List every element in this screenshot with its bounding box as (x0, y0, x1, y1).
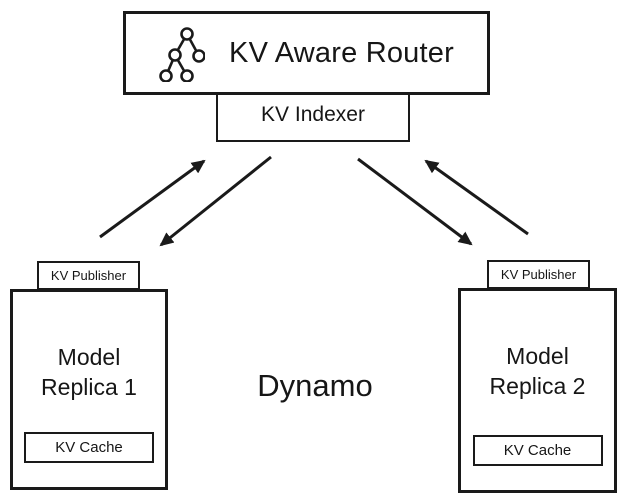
model-replica-2-label: Model Replica 2 (489, 343, 586, 399)
model-replica-1-label: Model Replica 1 (41, 344, 137, 400)
kv-cache-label-1: KV Cache (55, 439, 123, 456)
kv-publisher-box-1: KV Publisher (37, 261, 140, 290)
dynamo-system-label: Dynamo (257, 368, 373, 403)
arrow-indexer-to-replica2 (357, 157, 473, 246)
kv-publisher-label-1: KV Publisher (50, 268, 127, 283)
model-replica-1-box: Model Replica 1 KV Cache (10, 289, 168, 490)
kv-publisher-box-2: KV Publisher (487, 260, 590, 289)
arrow-replica1-to-indexer (99, 159, 206, 239)
kv-aware-router-label: KV Aware Router (229, 36, 454, 69)
kv-cache-box-1: KV Cache (24, 432, 154, 463)
arrow-replica2-to-indexer (424, 159, 529, 236)
model-replica-2-box: Model Replica 2 KV Cache (458, 288, 617, 493)
kv-indexer-label: KV Indexer (261, 102, 365, 126)
kv-aware-router-box: KV Aware Router (123, 11, 490, 95)
kv-indexer-box: KV Indexer (216, 93, 410, 142)
kv-publisher-label-2: KV Publisher (500, 267, 577, 282)
tree-graph-icon (159, 24, 206, 82)
kv-cache-box-2: KV Cache (472, 435, 603, 466)
arrow-indexer-to-replica1 (159, 155, 272, 247)
kv-cache-label-2: KV Cache (503, 442, 572, 459)
